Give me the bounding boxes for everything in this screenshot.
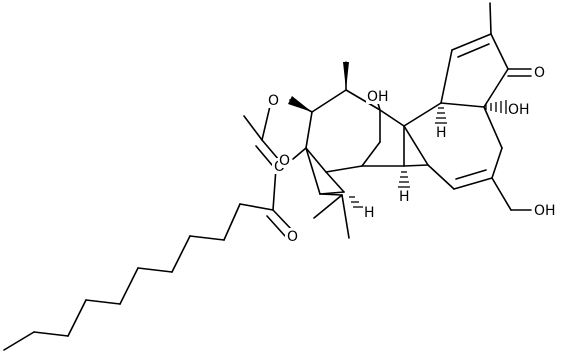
bond: [3, 331, 35, 351]
atom-label-hydrogen: H: [364, 205, 375, 221]
atom-label-hydroxyl: OH: [367, 89, 389, 105]
bond: [379, 109, 405, 127]
bond: [325, 171, 345, 193]
atom-label-oxygen: O: [268, 93, 279, 109]
bond: [345, 89, 381, 111]
decanoate-group: [3, 147, 307, 351]
bond: [119, 267, 139, 305]
bond: [490, 33, 509, 70]
bond: [305, 147, 321, 195]
atom-label-hydrogen: H: [399, 189, 410, 205]
bond: [361, 141, 381, 167]
bond-carbonyl-2: [266, 215, 286, 237]
cyclopropane-ring: [305, 147, 350, 239]
bond: [292, 147, 307, 160]
stereo-bonds: [288, 62, 507, 208]
wedge-bond: [343, 62, 349, 90]
bond: [440, 102, 485, 108]
bond: [491, 147, 503, 179]
bond: [453, 177, 493, 190]
bond: [243, 115, 263, 141]
bond: [483, 68, 509, 108]
bond: [311, 89, 347, 113]
bond-methyl: [341, 194, 350, 239]
bond: [325, 165, 363, 173]
bond: [67, 299, 87, 337]
bond: [272, 167, 277, 211]
bond-carbonyl: [261, 139, 280, 161]
bond: [171, 235, 191, 273]
bond-methyl: [489, 2, 492, 35]
bond: [223, 203, 241, 241]
atom-label-oxygen: O: [287, 229, 298, 245]
cyclopentenone-ring: [440, 2, 532, 108]
bond: [440, 49, 453, 104]
bond: [85, 299, 121, 305]
bond: [305, 147, 327, 173]
atom-label-hydroxyl: OH: [534, 203, 556, 219]
bond: [491, 177, 512, 211]
wedge-bond: [288, 96, 312, 112]
bond-double-inner: [455, 169, 487, 180]
bond: [239, 203, 274, 211]
bond: [403, 102, 442, 127]
bond: [305, 111, 313, 149]
atom-label-hydroxyl: OH: [508, 102, 530, 118]
bond: [403, 125, 429, 166]
bond: [451, 33, 492, 51]
bond: [137, 267, 173, 273]
bond: [403, 164, 429, 167]
hash-bond: [398, 171, 410, 188]
bond-methyl: [313, 194, 343, 219]
atom-labels: O O O O OH OH O OH H H H: [267, 64, 559, 245]
cycloheptene-ring: [403, 102, 532, 211]
atom-label-hydrogen: H: [436, 125, 447, 141]
hash-bond: [349, 196, 363, 208]
bond: [427, 164, 455, 190]
bond: [483, 106, 503, 149]
bond: [189, 235, 225, 241]
bond: [319, 193, 343, 196]
bond-double-inner: [457, 43, 490, 58]
bond-carbonyl: [272, 209, 293, 231]
bond: [33, 331, 69, 337]
hash-bond: [435, 107, 447, 124]
atom-label-oxygen: O: [279, 153, 290, 169]
cyclohexane-ring: [305, 61, 429, 173]
bond: [261, 105, 271, 141]
atom-label-oxygen: O: [534, 65, 545, 81]
hash-bond: [485, 100, 507, 114]
bond-carbonyl-2: [255, 145, 273, 166]
